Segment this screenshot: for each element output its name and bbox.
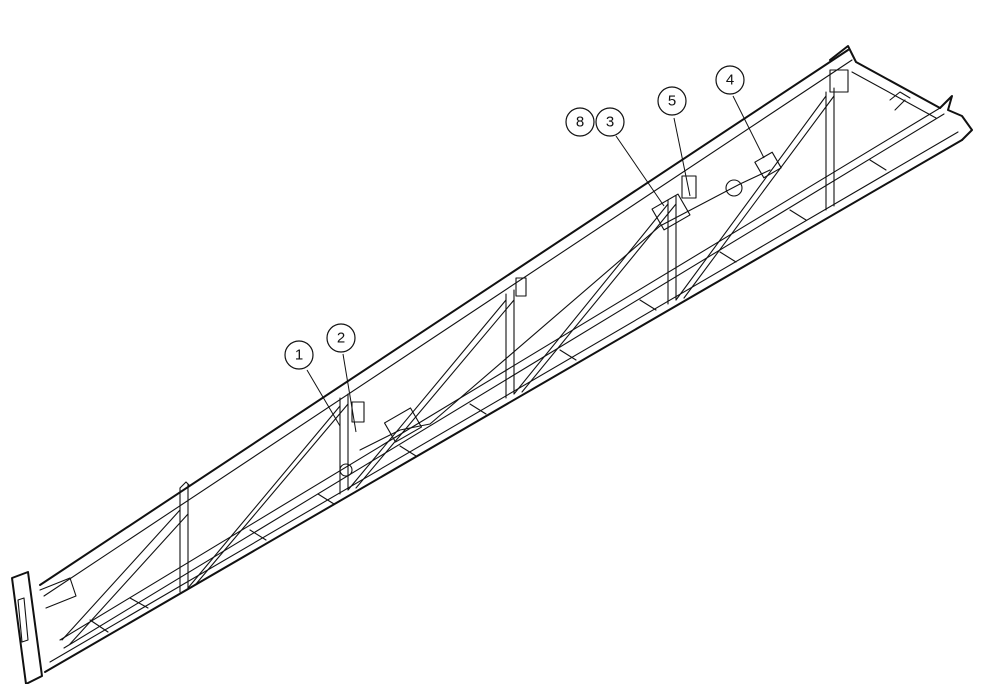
leader-lines xyxy=(306,95,765,433)
callout-2: 2 xyxy=(326,323,356,353)
callout-3: 3 xyxy=(595,107,625,137)
callout-label: 4 xyxy=(726,72,734,89)
callout-label: 2 xyxy=(337,330,345,347)
callout-4: 4 xyxy=(715,65,745,95)
callout-label: 5 xyxy=(668,93,676,110)
callout-1: 1 xyxy=(284,340,314,370)
callout-label: 3 xyxy=(606,114,614,131)
callout-label: 1 xyxy=(295,347,303,364)
valve-assemblies xyxy=(339,69,849,477)
callout-8: 8 xyxy=(565,107,595,137)
truss-frame xyxy=(11,45,973,684)
bottom-rungs xyxy=(89,159,887,633)
callout-5: 5 xyxy=(657,86,687,116)
callout-label: 8 xyxy=(576,114,584,131)
vertical-posts xyxy=(179,87,835,593)
diagonal-braces xyxy=(61,95,835,645)
